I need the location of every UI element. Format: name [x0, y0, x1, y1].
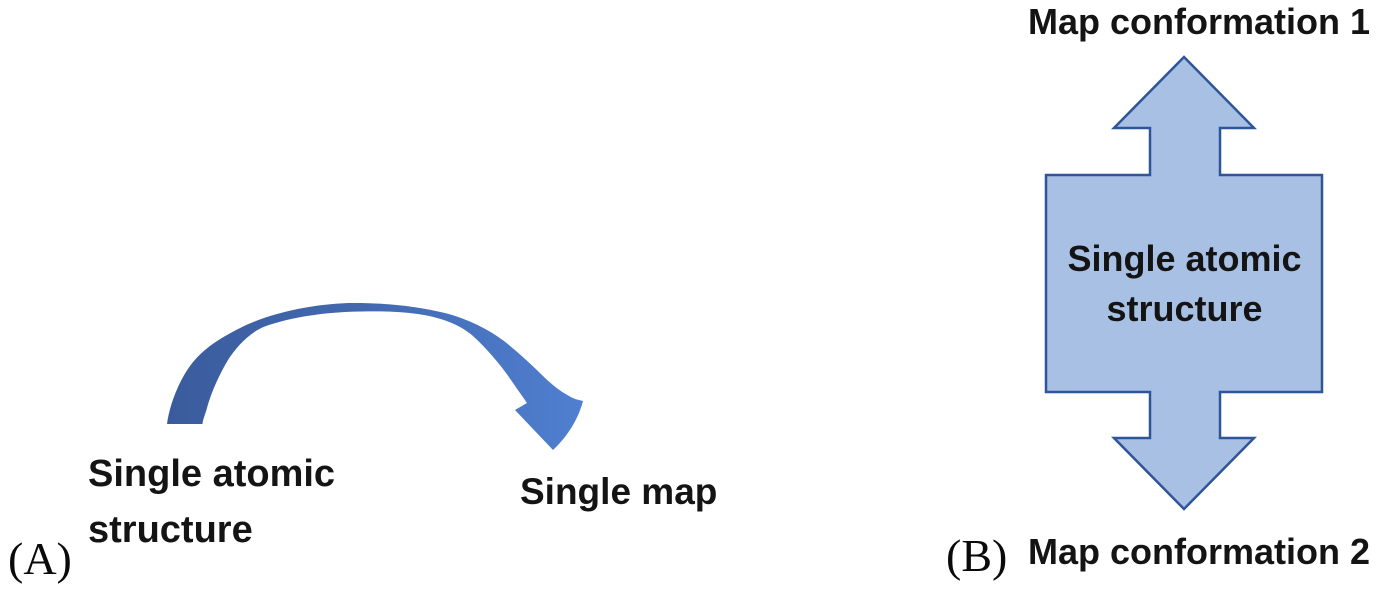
- panel-b-top-label: Map conformation 1: [1028, 1, 1371, 42]
- panel-a-source-label: Single atomic structure: [88, 453, 336, 551]
- double-arrow-shape: [1044, 55, 1324, 511]
- panel-a-target-label: Single map: [520, 471, 718, 512]
- panel-b-bottom-label: Map conformation 2: [1028, 531, 1371, 572]
- curved-arrow-icon: [167, 302, 583, 450]
- panel-b-center-label: Single atomic structure: [1067, 237, 1302, 329]
- panel-a-label: (A): [8, 533, 72, 584]
- panel-b-label: (B): [946, 530, 1008, 581]
